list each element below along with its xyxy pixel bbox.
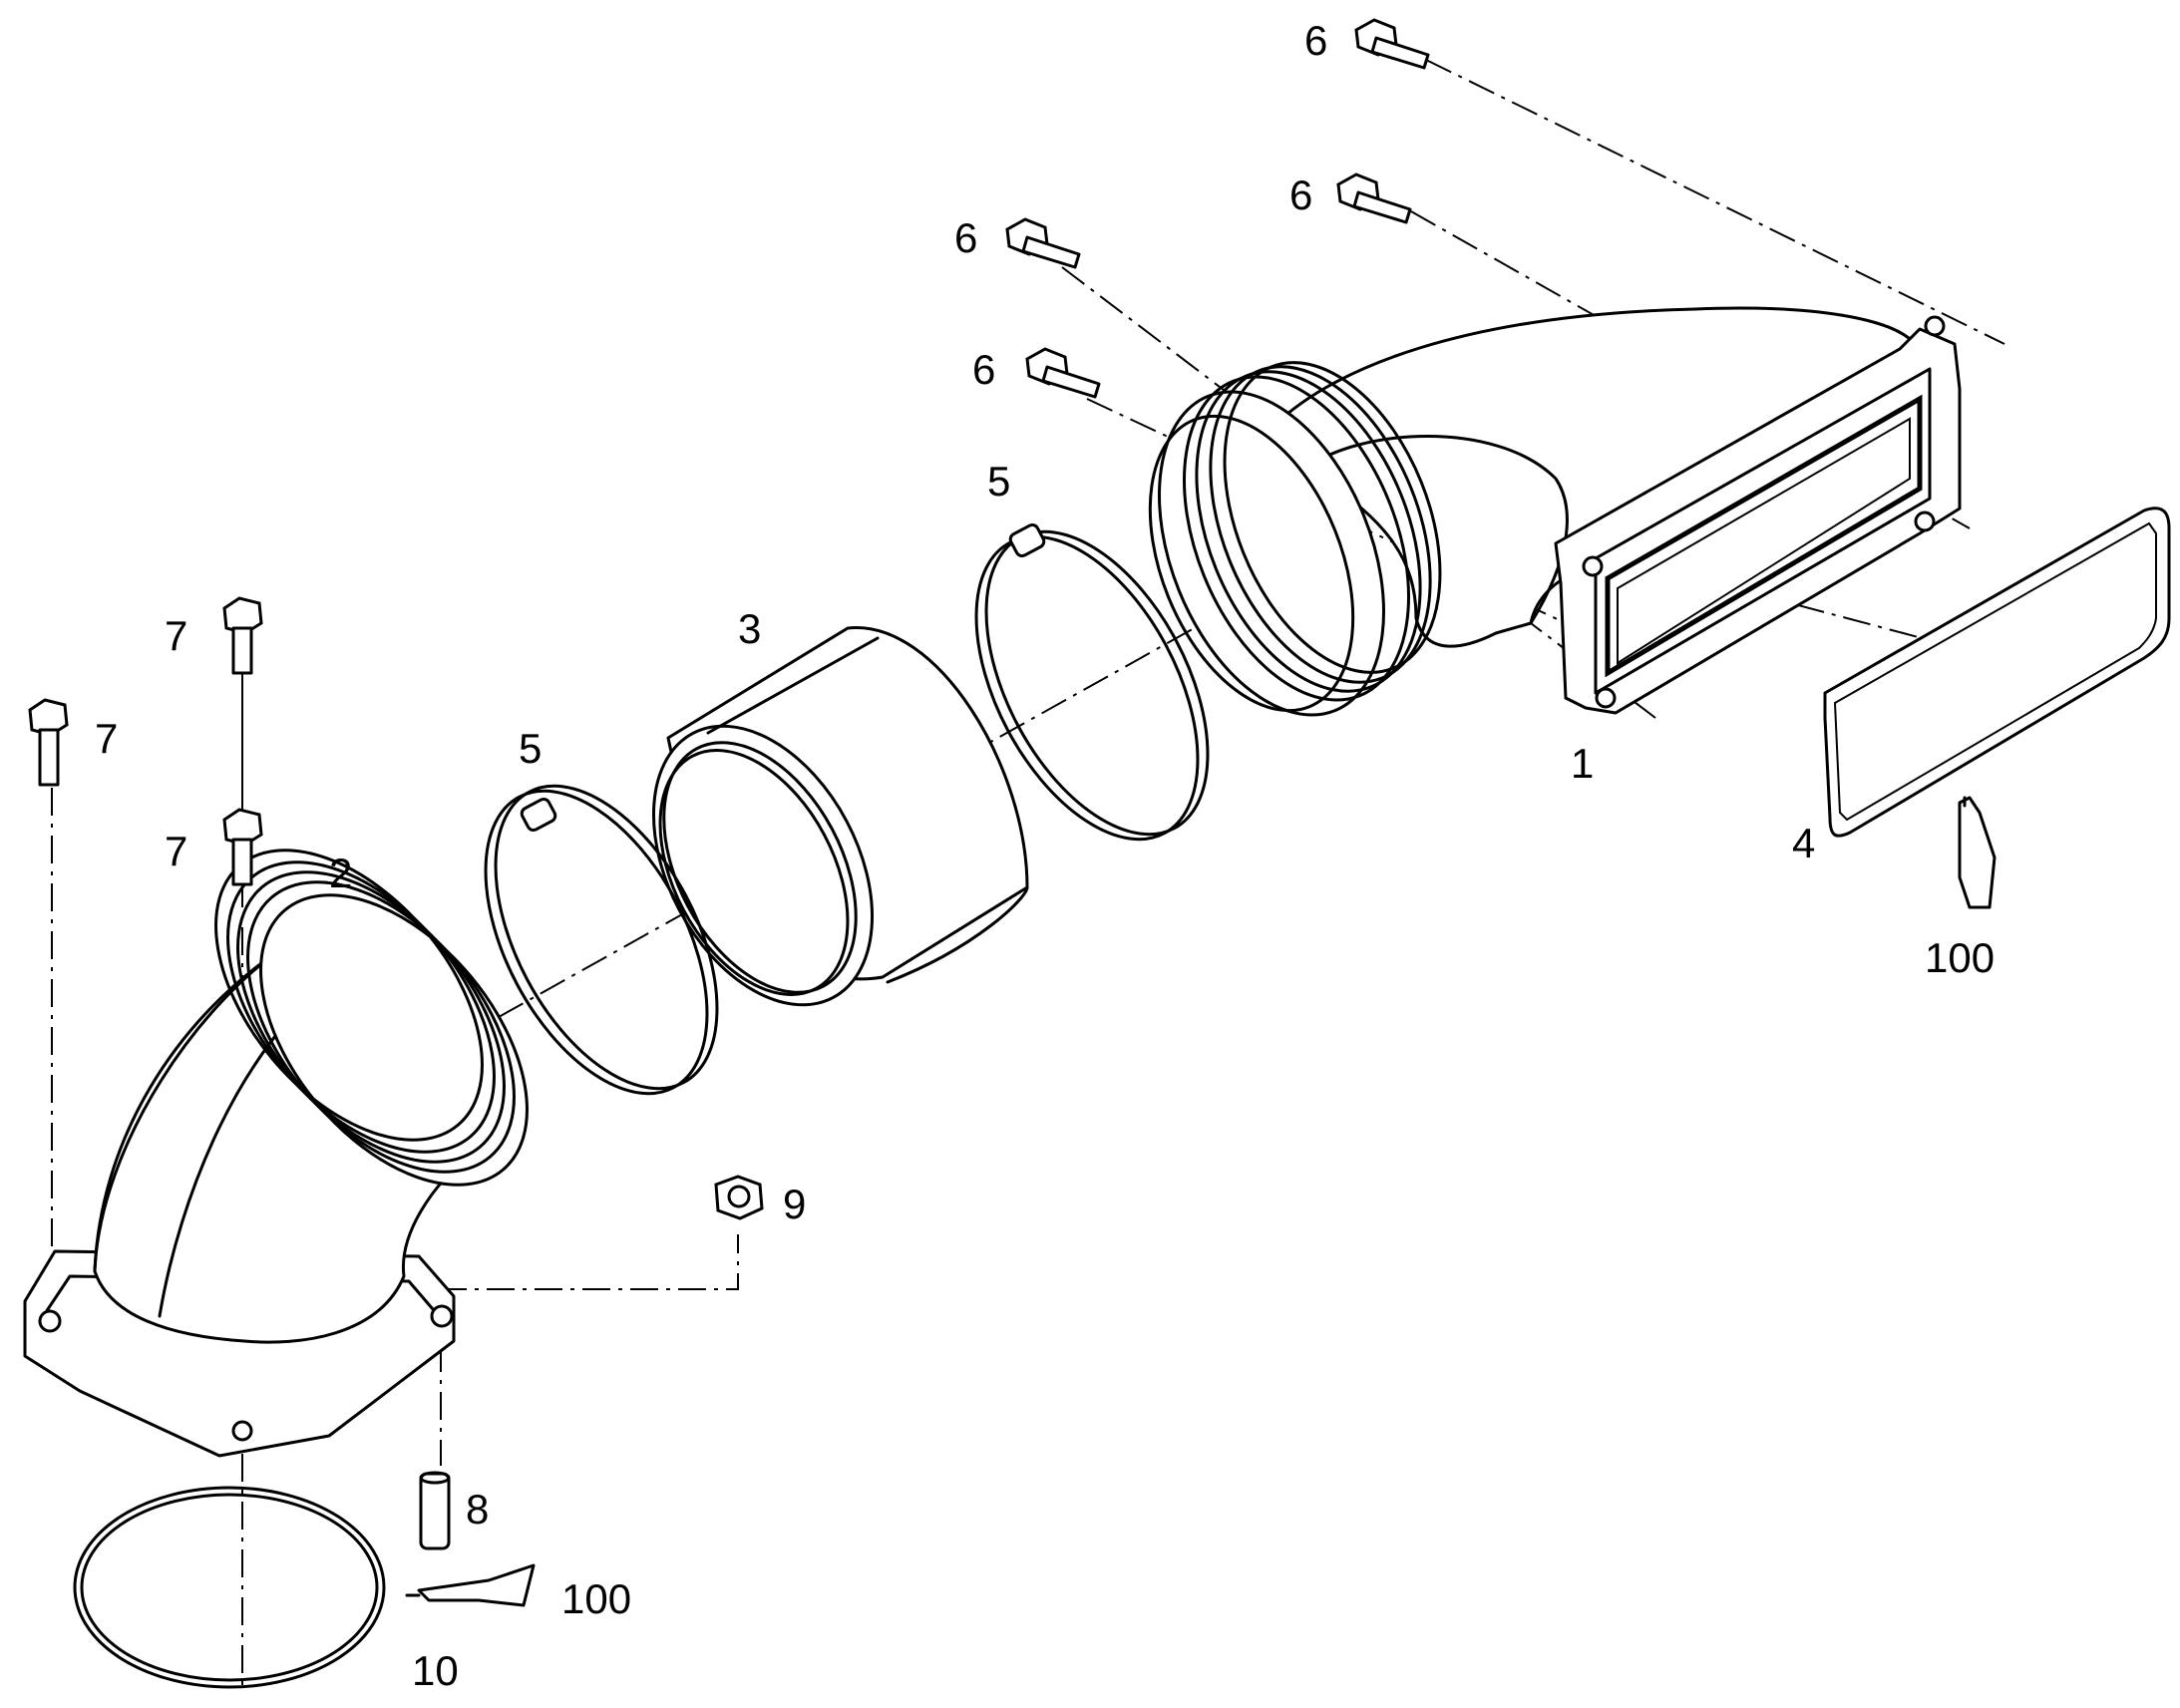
hose-clamp-part-5-upper [974, 522, 1210, 842]
callout-5-lower: 5 [519, 725, 542, 772]
nut-part-9 [714, 1175, 764, 1220]
callout-100-lower: 100 [561, 1575, 631, 1622]
screw-part-6-b [1336, 172, 1412, 224]
callout-7-a: 7 [165, 612, 187, 659]
gasket-part-4 [1823, 507, 2171, 838]
callout-6-d: 6 [972, 346, 995, 393]
callout-10: 10 [412, 1647, 459, 1694]
callout-6-a: 6 [1304, 17, 1327, 64]
o-ring-part-10 [73, 1486, 386, 1689]
callout-3: 3 [738, 605, 761, 652]
stud-part-8 [419, 1471, 451, 1550]
callout-7-c: 7 [95, 715, 118, 762]
callout-8: 8 [466, 1486, 489, 1533]
outlet-elbow-part-1 [1148, 306, 1962, 717]
screw-part-6-c [1005, 217, 1081, 269]
screw-part-6-d [1025, 347, 1101, 399]
inlet-elbow-part-2 [23, 849, 529, 1458]
callout-4: 4 [1792, 820, 1815, 866]
sealant-tube-icon-lower [405, 1563, 536, 1607]
callout-6-b: 6 [1289, 171, 1312, 218]
callout-1: 1 [1571, 740, 1594, 787]
hose-clamp-part-5-lower [484, 784, 719, 1096]
screw-part-6-a [1354, 18, 1430, 70]
callout-2: 2 [329, 850, 352, 896]
sealant-tube-icon-upper [1958, 796, 1997, 909]
callout-7-b: 7 [165, 828, 187, 874]
callout-6-c: 6 [954, 214, 977, 261]
coupling-sleeve-part-3 [651, 626, 1029, 1007]
bolt-part-7-b [222, 808, 263, 886]
callout-9: 9 [783, 1181, 806, 1227]
callout-100-upper: 100 [1925, 934, 1995, 981]
callout-labels: 1 2 3 4 5 5 6 6 6 6 7 7 7 8 9 10 100 100 [95, 17, 1995, 1694]
callout-5-upper: 5 [987, 458, 1010, 505]
bolt-part-7-a [222, 596, 263, 675]
bolt-part-7-c [28, 698, 69, 787]
